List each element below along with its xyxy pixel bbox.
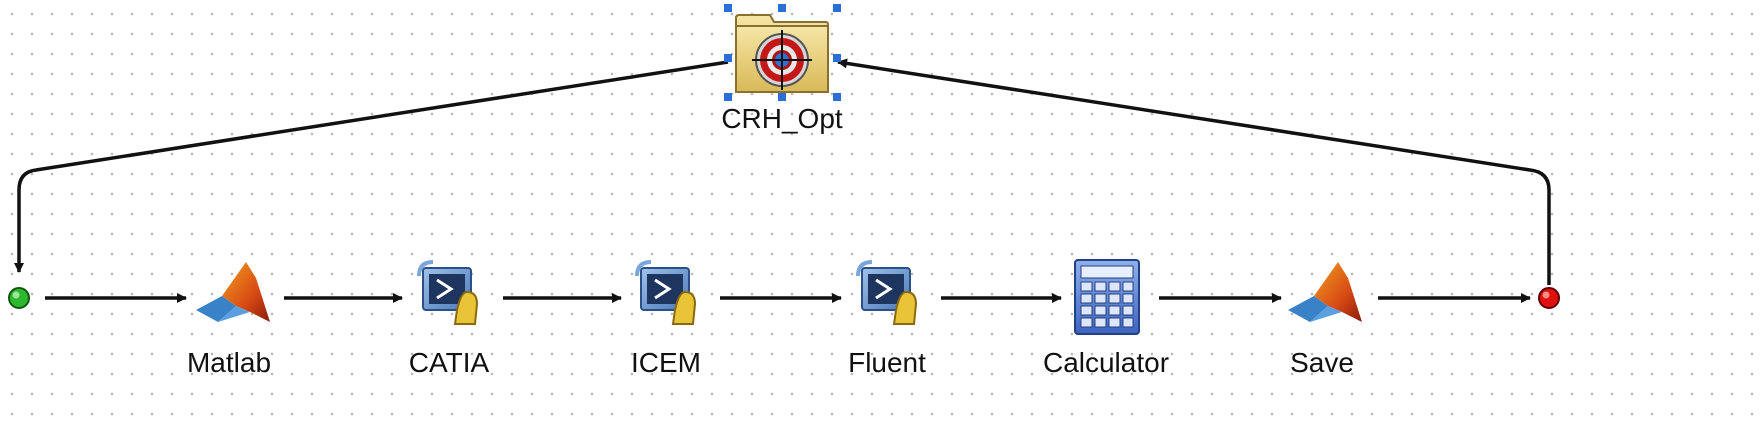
edge-end-to-optimizer[interactable] [837, 58, 1551, 285]
optimizer-label: CRH_Opt [721, 103, 843, 134]
component-label-matlab: Matlab [186, 347, 272, 378]
component-label-icem: ICEM [631, 347, 701, 378]
start-node-icon[interactable] [8, 287, 30, 309]
script-terminal-icon[interactable] [417, 260, 479, 325]
selection-handles[interactable] [724, 4, 841, 101]
end-node-icon[interactable] [1538, 287, 1560, 309]
edge-optimizer-to-start[interactable] [14, 60, 729, 273]
matlab-icon[interactable] [1288, 262, 1362, 322]
component-label-calculator: Calculator [1042, 347, 1170, 378]
calculator-icon[interactable] [1074, 259, 1140, 335]
connections [14, 58, 1551, 303]
script-terminal-icon[interactable] [856, 260, 918, 325]
script-terminal-icon[interactable] [635, 260, 697, 325]
component-label-fluent: Fluent [848, 347, 926, 378]
component-label-save: Save [1290, 347, 1354, 378]
optimizer-folder-icon[interactable] [735, 14, 829, 93]
component-label-catia: CATIA [408, 347, 490, 378]
matlab-icon[interactable] [196, 262, 270, 322]
